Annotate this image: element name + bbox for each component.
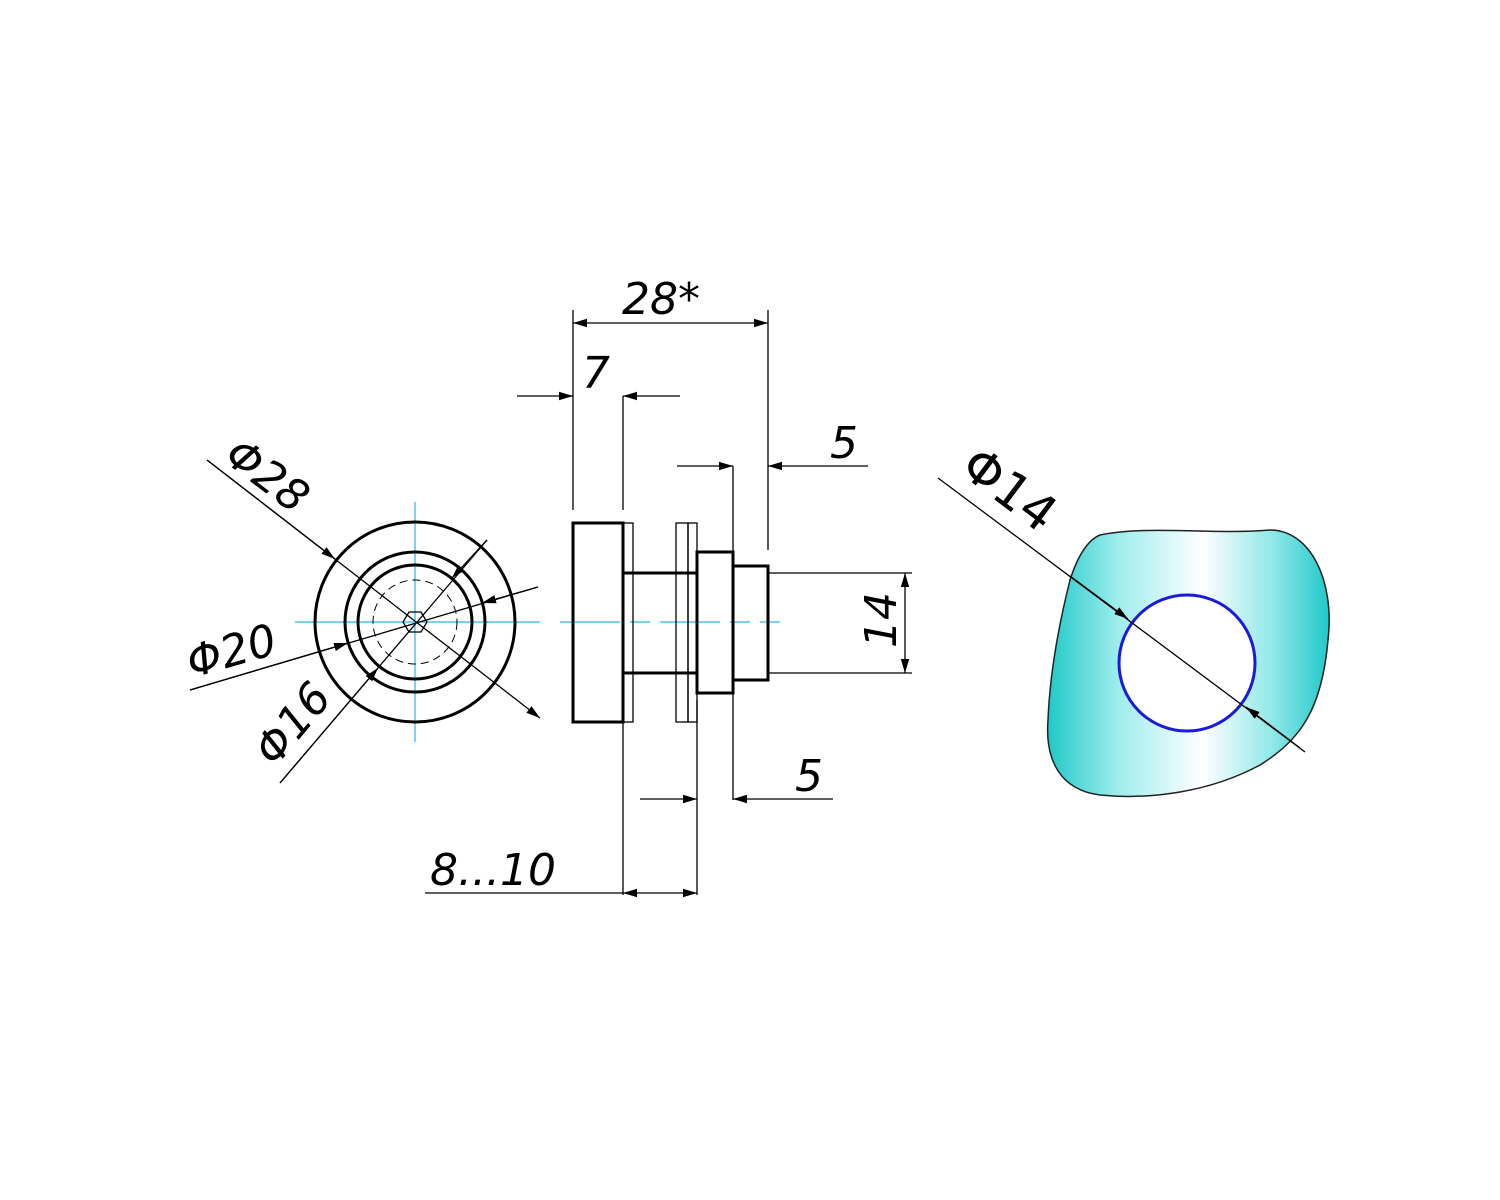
dim-d28: Φ28 xyxy=(215,428,318,523)
dim-flange-width: 7 xyxy=(582,348,610,399)
dim-hole-diameter: Φ14 xyxy=(951,435,1068,543)
dim-d16: Φ16 xyxy=(244,673,341,775)
dim-overall-length: 28* xyxy=(622,274,700,325)
dim-nut-width: 5 xyxy=(795,751,823,802)
dim-d20: Φ20 xyxy=(181,615,282,689)
hole-circle xyxy=(1117,593,1257,733)
dim-thread-length: 5 xyxy=(830,418,858,469)
dim-glass-thickness: 8...10 xyxy=(430,845,556,896)
front-view: Φ28 Φ20 Φ16 xyxy=(181,428,541,784)
hole-view: Φ14 xyxy=(937,435,1330,798)
side-view: 28* 7 5 14 5 8...10 xyxy=(425,274,912,898)
dim-thread-diameter: 14 xyxy=(856,592,907,648)
